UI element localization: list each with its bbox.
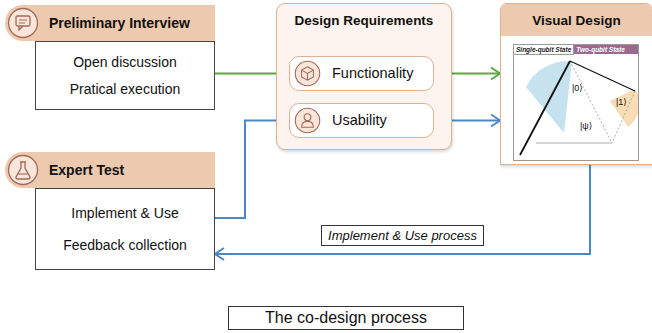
caption: The co-design process — [265, 309, 427, 327]
stage-box: Expert TestImplement & UseFeedback colle… — [5, 152, 215, 270]
stage-box: Preliminary InterviewOpen discussionPrat… — [5, 5, 215, 110]
ket-label: |0⟩ — [572, 83, 583, 93]
pill-icon — [294, 60, 321, 87]
edge-label: Implement & Use process — [321, 225, 484, 246]
visual-design-box: Visual DesignSingle-qubit StateTwo-qubit… — [500, 3, 652, 165]
caption-box: The co-design process — [228, 306, 464, 330]
pill-icon — [294, 107, 321, 134]
illustration-frame: Single-qubit StateTwo-qubit State |0⟩ |1⟩ |… — [513, 44, 639, 161]
group-title: Design Requirements — [277, 13, 451, 28]
requirement-pill: Usability — [289, 103, 434, 138]
header-icon — [7, 154, 39, 186]
ket-label: |ψ⟩ — [580, 121, 592, 131]
pill-label: Usability — [332, 112, 387, 128]
ket-label: |1⟩ — [616, 97, 627, 107]
pill-label: Functionality — [332, 65, 413, 81]
requirement-pill: Functionality — [289, 56, 434, 91]
body-box: Implement & UseFeedback collection — [35, 188, 215, 270]
tab-label: Two-qubit State — [574, 45, 638, 54]
header-band: Visual Design — [501, 4, 652, 36]
body-line: Open discussion — [73, 54, 177, 70]
group-box: FunctionalityUsability Design Requirement… — [276, 3, 452, 150]
header-title: Visual Design — [501, 13, 652, 28]
header-icon — [7, 7, 39, 39]
header-title: Preliminary Interview — [49, 15, 190, 31]
body-line: Implement & Use — [71, 205, 178, 221]
tab-label: Single-qubit State — [514, 45, 574, 55]
body-box: Open discussionPratical execution — [35, 41, 215, 110]
header-title: Expert Test — [49, 162, 124, 178]
flow-arrow — [215, 165, 590, 260]
body-line: Pratical execution — [70, 81, 181, 97]
body-line: Feedback collection — [63, 237, 187, 253]
